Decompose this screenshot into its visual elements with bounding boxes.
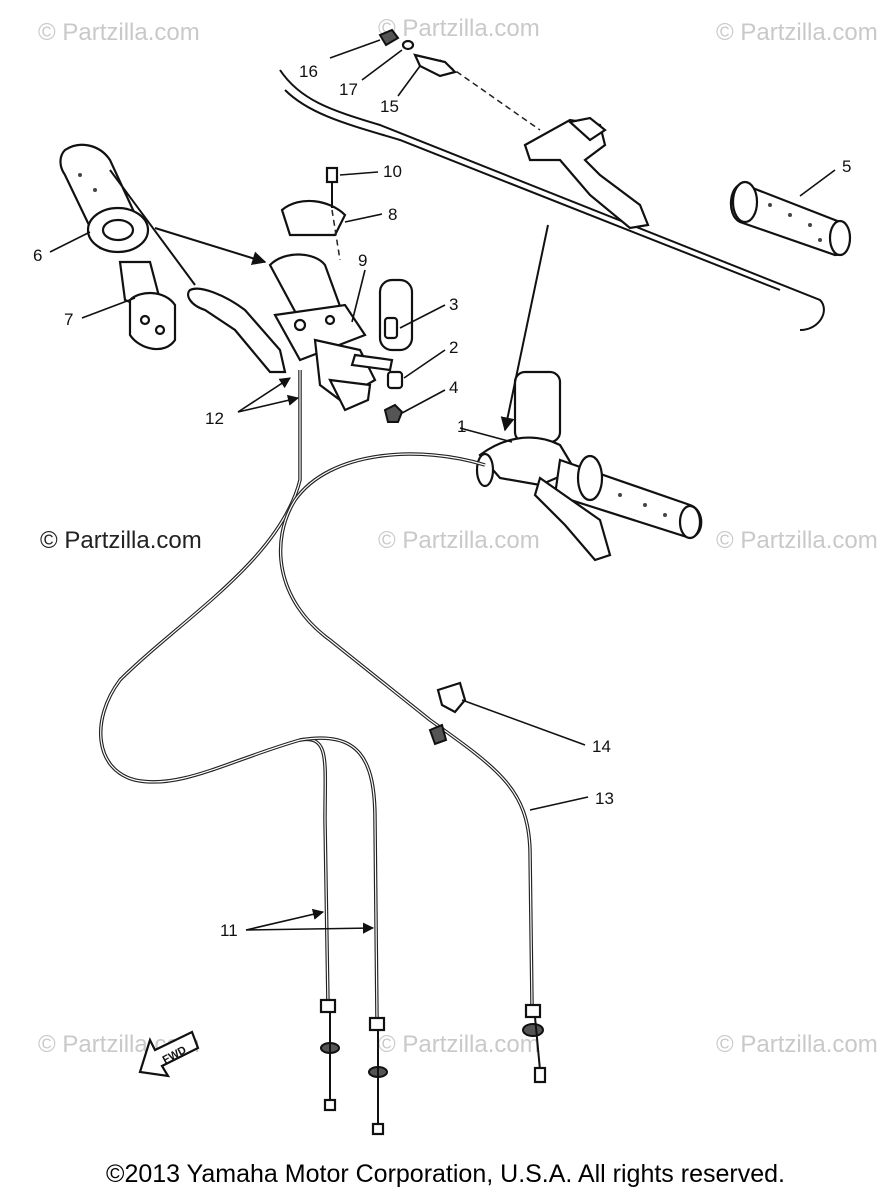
leader-1 [459, 427, 513, 443]
pivot-bolt-16 [378, 28, 400, 47]
throttle-tube-7 [118, 260, 177, 351]
grip-6 [59, 143, 150, 254]
leader-3 [399, 304, 446, 329]
leader-12a [237, 377, 291, 413]
leader-4 [401, 389, 446, 414]
leader-2 [403, 349, 446, 379]
handlebar [279, 69, 825, 331]
assembly-arrow [500, 224, 549, 432]
nut-4 [383, 403, 404, 423]
callout-11: 11 [220, 921, 238, 940]
callout-13: 13 [595, 789, 614, 808]
callout-5: 5 [842, 157, 851, 176]
cable-clamp-14 [428, 681, 467, 746]
explode-line [109, 169, 196, 286]
callout-17: 17 [339, 80, 358, 99]
left-lever [187, 287, 287, 374]
right-grip-assembly [475, 370, 703, 562]
grip-5 [729, 180, 852, 257]
watermark: © Partzilla.com [38, 19, 200, 46]
adjuster-2 [386, 370, 404, 390]
callout-8: 8 [388, 205, 397, 224]
watermark: © Partzilla.com [716, 527, 878, 554]
callout-6: 6 [33, 246, 42, 265]
callout-1: 1 [457, 417, 466, 436]
throttle-housing [268, 199, 414, 412]
washer-17 [401, 39, 415, 51]
leader-13 [529, 796, 589, 811]
callout-2: 2 [449, 338, 458, 357]
assembly-arrow [154, 227, 267, 265]
screw-3 [383, 316, 399, 340]
leader-14 [461, 699, 586, 746]
callout-14: 14 [592, 737, 611, 756]
callout-16: 16 [299, 62, 318, 81]
callout-12: 12 [205, 409, 224, 428]
leader-6 [49, 231, 91, 253]
leader-11b [245, 922, 375, 934]
watermark: © Partzilla.com [378, 1031, 540, 1058]
leader-9 [351, 269, 366, 323]
clutch-lever-upper [523, 116, 650, 230]
callout-15: 15 [380, 97, 399, 116]
callout-9: 9 [358, 251, 367, 270]
screw-10 [325, 166, 341, 261]
copyright-notice: ©2013 Yamaha Motor Corporation, U.S.A. A… [106, 1160, 785, 1188]
callout-4: 4 [449, 378, 458, 397]
leader-8 [344, 213, 383, 223]
leader-11a [245, 908, 325, 931]
leader-12b [237, 394, 300, 413]
throttle-cable-11 [98, 370, 388, 1136]
leader-7 [81, 297, 136, 319]
watermark: © Partzilla.com [378, 15, 540, 42]
leader-15 [397, 65, 421, 97]
explode-line [439, 59, 541, 131]
watermark: © Partzilla.com [716, 1031, 878, 1058]
callout-3: 3 [449, 295, 458, 314]
clip-15 [413, 53, 458, 78]
callout-7: 7 [64, 310, 73, 329]
watermark: © Partzilla.com [40, 527, 202, 554]
watermark: © Partzilla.com [378, 527, 540, 554]
leader-10 [339, 171, 379, 176]
leader-16 [329, 39, 381, 59]
clutch-cable-13 [278, 452, 547, 1084]
leader-17 [361, 49, 403, 81]
leader-5 [799, 169, 836, 197]
callout-10: 10 [383, 162, 402, 181]
watermark: © Partzilla.com [716, 19, 878, 46]
